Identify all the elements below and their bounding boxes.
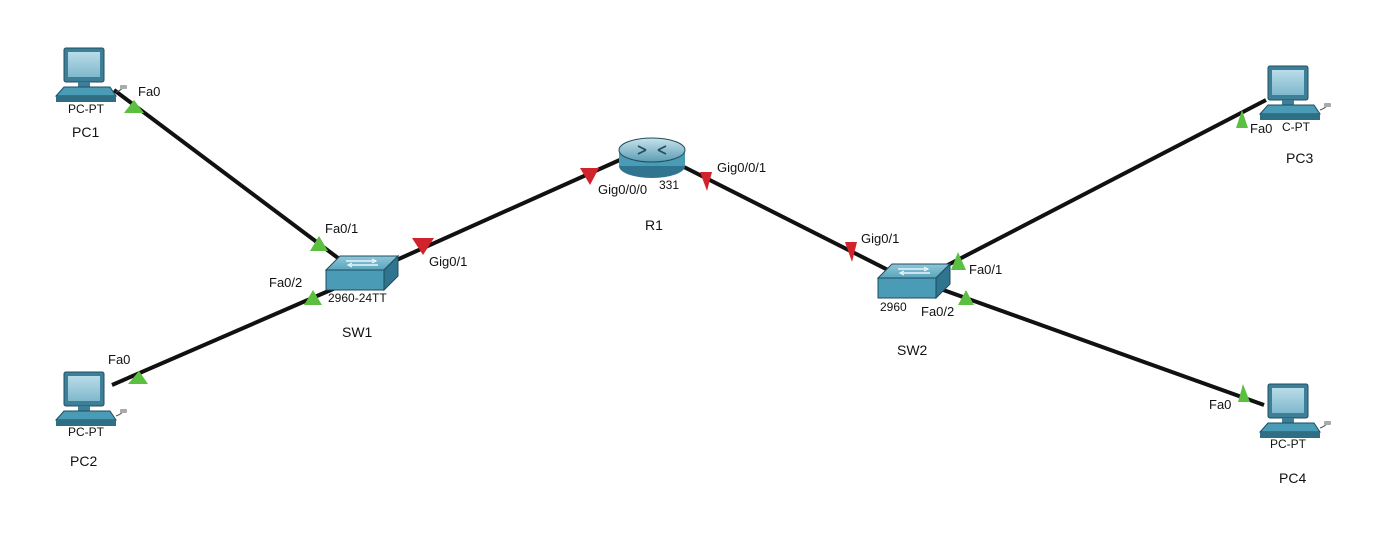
pc3-model-label: C-PT: [1282, 120, 1310, 134]
r1-name-label: R1: [645, 217, 663, 233]
link-down-triangle: [700, 172, 712, 191]
link-up-triangle: [128, 371, 148, 384]
pc3-device[interactable]: [1259, 65, 1332, 121]
sw1-device[interactable]: [325, 255, 399, 291]
cable-sw2-pc3[interactable]: [941, 98, 1267, 270]
pc2-device[interactable]: [55, 371, 128, 427]
cables: [111, 88, 1267, 407]
link-up-triangle: [1236, 110, 1248, 128]
pc4-model-label: PC-PT: [1270, 437, 1306, 451]
port-label-r1-gig001: Gig0/0/1: [717, 160, 767, 175]
port-label-pc3-fa0: Fa0: [1250, 121, 1273, 136]
r1-device[interactable]: [618, 137, 686, 179]
link-up-triangle: [304, 290, 322, 305]
link-up-triangle: [958, 290, 974, 305]
port-label-sw1-fa01: Fa0/1: [325, 221, 359, 236]
link-up-triangle: [951, 252, 966, 270]
router-icon: [618, 137, 686, 179]
pc1-name-label: PC1: [72, 124, 100, 140]
sw2-name-label: SW2: [897, 342, 928, 358]
r1-model-label: 331: [659, 178, 680, 192]
link-down-triangle: [412, 238, 434, 255]
sw2-model-label: 2960: [880, 300, 907, 314]
cable-pc1-sw1[interactable]: [112, 88, 352, 269]
link-down-triangle: [845, 242, 857, 262]
pc-icon: [1259, 65, 1332, 121]
sw1-name-label: SW1: [342, 324, 373, 340]
port-label-sw1-gig01: Gig0/1: [429, 254, 468, 269]
port-label-sw1-fa02: Fa0/2: [269, 275, 303, 290]
pc-icon: [55, 371, 128, 427]
cable-r1-sw2[interactable]: [681, 164, 901, 278]
cable-sw2-pc4[interactable]: [934, 285, 1265, 407]
sw2-device[interactable]: [877, 263, 951, 299]
cable-pc2-sw1[interactable]: [111, 284, 341, 387]
port-label-pc1-fa0: Fa0: [138, 84, 161, 99]
link-down-triangle: [580, 168, 599, 185]
link-up-triangle: [310, 236, 328, 251]
link-up-triangle: [124, 100, 144, 113]
switch-icon: [325, 255, 399, 291]
port-label-sw2-fa01: Fa0/1: [969, 262, 1003, 277]
port-label-pc2-fa0: Fa0: [108, 352, 131, 367]
pc-icon: [1259, 383, 1332, 439]
pc2-name-label: PC2: [70, 453, 98, 469]
link-lights: [124, 100, 1250, 402]
link-up-triangle: [1238, 384, 1250, 402]
pc3-name-label: PC3: [1286, 150, 1314, 166]
sw1-model-label: 2960-24TT: [328, 291, 387, 305]
pc1-model-label: PC-PT: [68, 102, 104, 116]
cable-sw1-r1[interactable]: [391, 157, 623, 264]
port-label-sw2-gig01: Gig0/1: [861, 231, 900, 246]
switch-icon: [877, 263, 951, 299]
port-label-r1-gig000: Gig0/0/0: [598, 182, 648, 197]
port-label-pc4-fa0: Fa0: [1209, 397, 1232, 412]
pc4-name-label: PC4: [1279, 470, 1307, 486]
pc2-model-label: PC-PT: [68, 425, 104, 439]
pc4-device[interactable]: [1259, 383, 1332, 439]
port-label-sw2-fa02: Fa0/2: [921, 304, 955, 319]
